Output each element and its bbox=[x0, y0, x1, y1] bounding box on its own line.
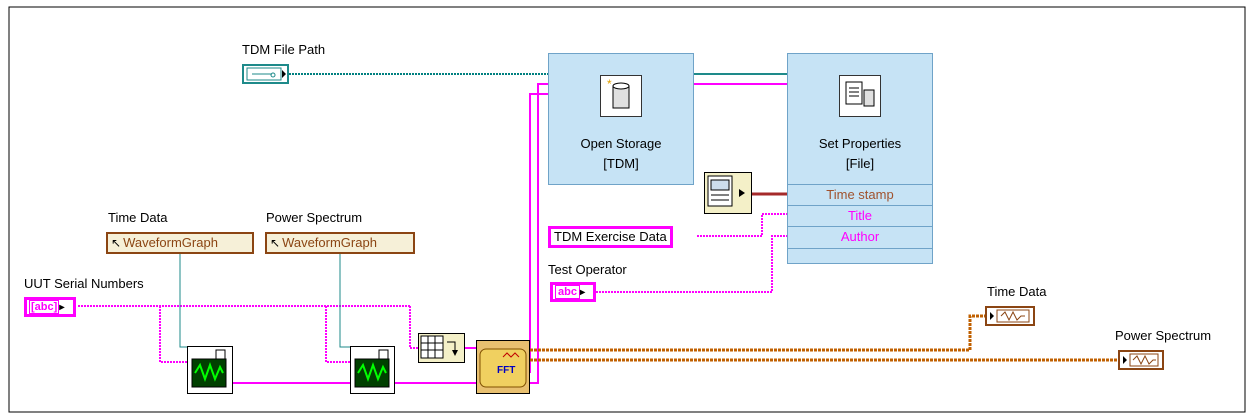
string-icon: abc bbox=[555, 285, 580, 299]
path-icon bbox=[246, 67, 286, 81]
storage-icon: * bbox=[600, 75, 642, 117]
error-to-storage bbox=[530, 83, 548, 384]
time-data-refnum[interactable]: ↖WaveformGraph bbox=[106, 232, 254, 254]
power-spectrum-refnum-type: WaveformGraph bbox=[282, 235, 377, 250]
uut-serial-control[interactable]: [abc]▸ bbox=[24, 297, 76, 317]
time-data-indicator-label: Time Data bbox=[987, 284, 1047, 299]
author-wire bbox=[596, 235, 787, 293]
waveform-graph-icon bbox=[191, 349, 227, 388]
serial-to-build bbox=[409, 306, 418, 349]
open-storage-title: Open Storage bbox=[580, 136, 662, 151]
set-properties-subtitle: [File] bbox=[845, 156, 875, 171]
string-array-icon: [abc] bbox=[29, 300, 60, 314]
property-title[interactable]: Title bbox=[788, 205, 932, 227]
table-grid-icon bbox=[420, 335, 458, 359]
properties-icon bbox=[839, 75, 881, 117]
tdm-file-path-control[interactable] bbox=[242, 64, 289, 84]
test-operator-label: Test Operator bbox=[548, 262, 627, 277]
waveform-icon bbox=[1123, 353, 1159, 367]
property-author[interactable]: Author bbox=[788, 226, 932, 249]
refnum-arrow-icon: ↖ bbox=[270, 236, 281, 250]
refnum-arrow-icon: ↖ bbox=[111, 236, 122, 250]
tdm-exercise-data-constant[interactable]: TDM Exercise Data bbox=[548, 226, 673, 248]
power-spectrum-subvi[interactable] bbox=[350, 346, 395, 394]
time-data-ref-label: Time Data bbox=[108, 210, 168, 225]
power-spectrum-ref-label: Power Spectrum bbox=[266, 210, 363, 225]
power-spectrum-indicator[interactable] bbox=[1118, 350, 1164, 370]
waveform-graph-icon bbox=[354, 349, 390, 388]
open-storage-subtitle: [TDM] bbox=[603, 156, 639, 171]
serial-branch-1 bbox=[159, 306, 187, 363]
get-date-time-node[interactable] bbox=[704, 172, 752, 214]
time-data-indicator[interactable] bbox=[985, 306, 1035, 326]
fft-icon: FFT bbox=[479, 348, 527, 388]
test-operator-control[interactable]: abc▸ bbox=[550, 282, 596, 302]
powerspec-ref-wire bbox=[339, 253, 352, 348]
set-properties-title: Set Properties bbox=[818, 136, 902, 151]
open-storage-vi[interactable]: * Open Storage [TDM] bbox=[548, 53, 694, 185]
error-to-storage-2 bbox=[529, 93, 548, 373]
svg-text:FFT: FFT bbox=[497, 365, 515, 376]
property-time-stamp[interactable]: Time stamp bbox=[788, 184, 932, 206]
clock-calendar-icon bbox=[707, 175, 745, 207]
power-spectrum-indicator-label: Power Spectrum bbox=[1115, 328, 1212, 343]
build-table-node[interactable] bbox=[418, 333, 465, 363]
time-data-refnum-type: WaveformGraph bbox=[123, 235, 218, 250]
fft-express-node[interactable]: FFT bbox=[476, 340, 530, 394]
timedata-ref-wire bbox=[179, 253, 190, 348]
serial-branch-2 bbox=[325, 306, 350, 363]
power-spectrum-refnum[interactable]: ↖WaveformGraph bbox=[265, 232, 415, 254]
diagram-frame bbox=[8, 6, 1246, 413]
time-data-subvi[interactable] bbox=[187, 346, 233, 394]
set-properties-vi[interactable]: Set Properties [File] Time stamp Title A… bbox=[787, 53, 933, 264]
svg-text:*: * bbox=[607, 77, 612, 91]
tdm-file-path-label: TDM File Path bbox=[242, 42, 326, 57]
uut-serial-label: UUT Serial Numbers bbox=[24, 276, 144, 291]
waveform-icon bbox=[990, 309, 1030, 323]
time-data-wire bbox=[530, 314, 985, 352]
title-wire bbox=[697, 213, 787, 237]
